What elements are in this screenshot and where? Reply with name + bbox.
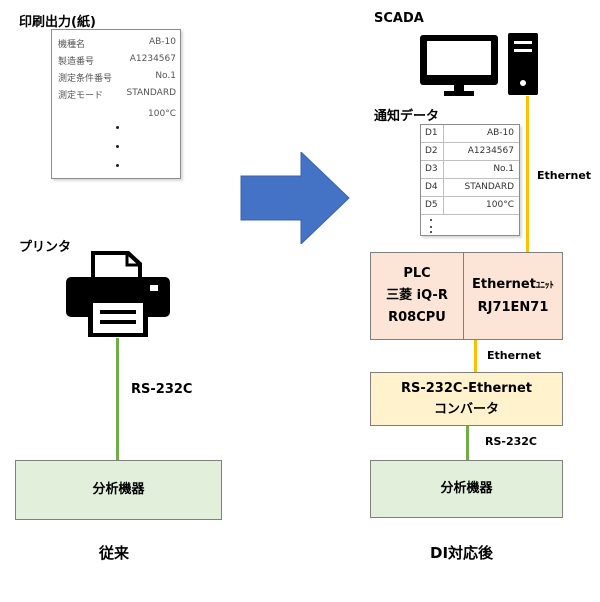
data-row-id: D1 bbox=[425, 128, 438, 138]
printout-row-value: A1234567 bbox=[129, 54, 176, 64]
computer-icon bbox=[420, 33, 538, 96]
ethernet-label-top: Ethernet bbox=[537, 169, 592, 182]
analyzer-label-right: 分析機器 bbox=[440, 481, 493, 496]
ethernet-label-mid: Ethernet bbox=[487, 349, 542, 362]
data-row-divider bbox=[443, 179, 444, 196]
ellipsis-dot bbox=[116, 126, 119, 129]
ethernet-unit-suffix: ﾕﾆｯﾄ bbox=[535, 280, 554, 291]
printout-row-value: No.1 bbox=[155, 71, 176, 81]
data-row-divider bbox=[443, 143, 444, 160]
printout-row-value: 100°C bbox=[148, 109, 176, 119]
printout-row-value: AB-10 bbox=[148, 37, 176, 47]
data-row-id: D5 bbox=[425, 200, 438, 210]
printout-row-key: 機種名 bbox=[58, 40, 86, 50]
data-row-value: STANDARD bbox=[464, 182, 514, 192]
rs232c-label: RS-232C bbox=[131, 382, 193, 397]
data-row-value: A1234567 bbox=[467, 146, 514, 156]
data-row: D4 STANDARD bbox=[421, 179, 519, 197]
printer-label: プリンタ bbox=[19, 240, 72, 255]
data-row-divider bbox=[443, 161, 444, 178]
data-row: D3 No.1 bbox=[421, 161, 519, 179]
ethernet-line-mid bbox=[474, 340, 477, 372]
data-row-id: D4 bbox=[425, 182, 438, 192]
data-row-id: D2 bbox=[425, 146, 438, 156]
printout-row-key: 製造番号 bbox=[58, 57, 95, 67]
caption-before: 従来 bbox=[99, 544, 130, 562]
ethernet-unit-model: RJ71EN71 bbox=[477, 299, 549, 315]
ellipsis-dot bbox=[430, 226, 432, 228]
data-row-divider bbox=[443, 125, 444, 142]
data-row-divider bbox=[443, 197, 444, 214]
arrow-right-icon bbox=[240, 152, 350, 244]
printout-title: 印刷出力(紙) bbox=[19, 15, 96, 30]
plc-box: PLC 三菱 iQ-R R08CPU bbox=[370, 252, 464, 340]
data-row-value: AB-10 bbox=[486, 128, 514, 138]
ethernet-unit-name: Ethernetﾕﾆｯﾄ bbox=[472, 274, 554, 297]
data-row: D1 AB-10 bbox=[421, 125, 519, 143]
printer-icon bbox=[66, 251, 170, 337]
analyzer-box: 分析機器 bbox=[15, 460, 222, 520]
printout-row-key: 測定モード bbox=[58, 91, 104, 101]
printout-row-key: 測定条件番号 bbox=[58, 74, 113, 84]
ethernet-line-top bbox=[526, 96, 529, 252]
caption-after: DI対応後 bbox=[430, 544, 494, 562]
converter-line: コンバータ bbox=[433, 402, 499, 417]
printout-row-value: STANDARD bbox=[126, 88, 176, 98]
converter-line: RS-232C-Ethernet bbox=[400, 381, 532, 396]
data-row-value: 100°C bbox=[486, 200, 514, 210]
ellipsis-dot bbox=[430, 219, 432, 221]
converter-box: RS-232C-Ethernet コンバータ bbox=[370, 372, 563, 426]
notification-data-table: D1 AB-10 D2 A1234567 D3 No.1 D4 STANDARD… bbox=[420, 124, 520, 236]
plc-line: R08CPU bbox=[388, 310, 446, 325]
data-row: D2 A1234567 bbox=[421, 143, 519, 161]
rs232c-line bbox=[116, 338, 119, 460]
ethernet-unit-box: Ethernetﾕﾆｯﾄ RJ71EN71 bbox=[463, 252, 563, 340]
data-row-id: D3 bbox=[425, 164, 438, 174]
plc-line: PLC bbox=[403, 266, 431, 281]
ellipsis-dot bbox=[116, 145, 119, 148]
ellipsis-dot bbox=[430, 231, 432, 233]
data-row: D5 100°C bbox=[421, 197, 519, 215]
ethernet-unit-main: Ethernet bbox=[472, 276, 536, 292]
ellipsis-dot bbox=[116, 164, 119, 167]
analyzer-label: 分析機器 bbox=[92, 482, 145, 497]
analyzer-box-right: 分析機器 bbox=[370, 460, 563, 518]
scada-label: SCADA bbox=[374, 11, 424, 26]
plc-line: 三菱 iQ-R bbox=[386, 288, 448, 303]
rs232c-label-right: RS-232C bbox=[485, 435, 537, 448]
data-row-value: No.1 bbox=[493, 164, 514, 174]
paper-printout: 機種名 AB-10 製造番号 A1234567 測定条件番号 No.1 測定モー… bbox=[51, 29, 181, 179]
rs232c-line-right bbox=[466, 426, 469, 460]
data-title: 通知データ bbox=[374, 109, 440, 124]
